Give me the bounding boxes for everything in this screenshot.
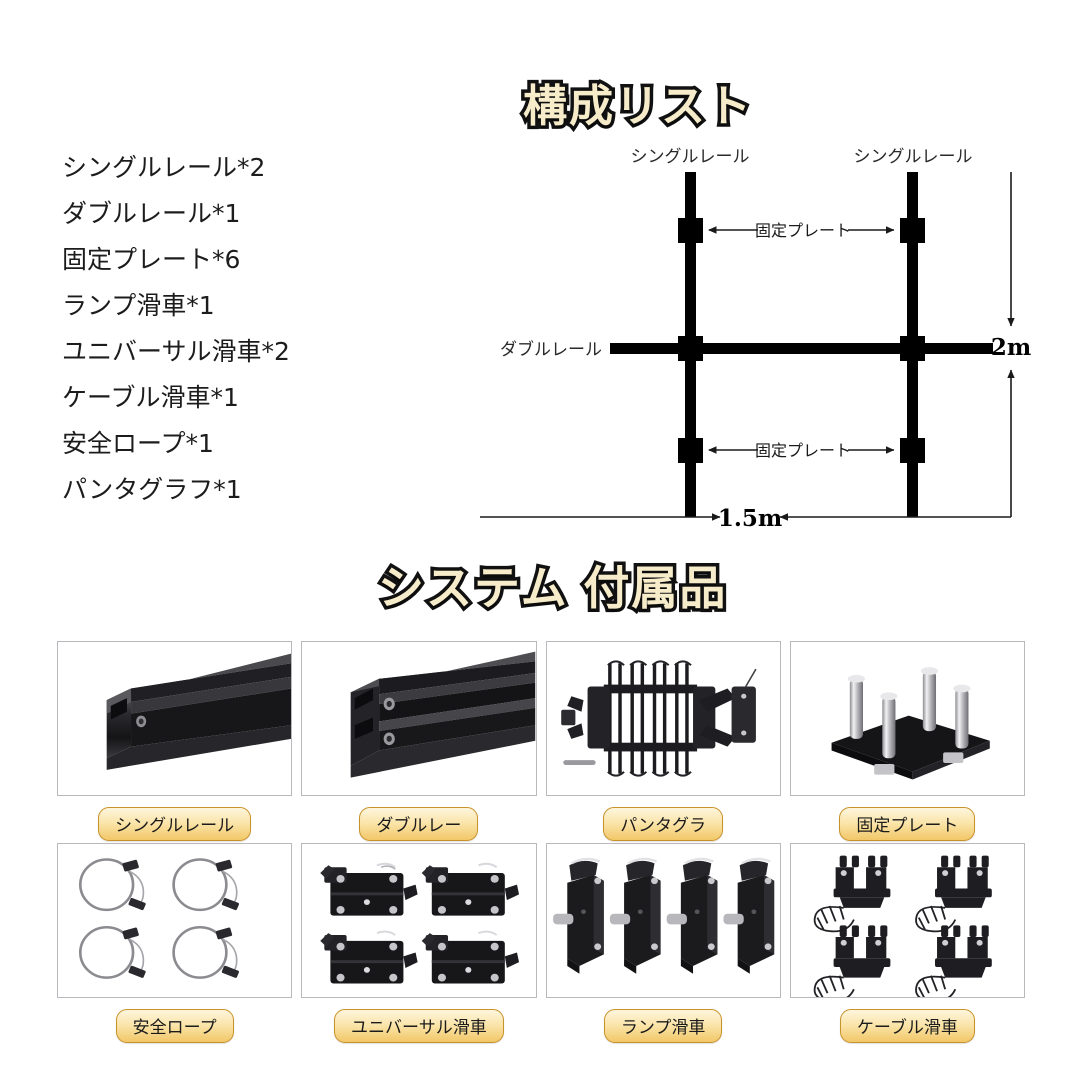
safety-rope-illustration: [78, 858, 239, 979]
fixing-plate-label-top: 固定プレート: [755, 221, 851, 240]
gallery-cell-pantograph: パンタグラ: [545, 641, 781, 841]
width-dimension-label: 1.5m: [718, 505, 782, 532]
rail-layout-svg: 固定プレート 固定プレート シングルレール シングルレール ダブルレール 2m …: [480, 147, 1031, 532]
rail-layout-diagram: 固定プレート 固定プレート シングルレール シングルレール ダブルレール 2m …: [470, 130, 1050, 540]
fixing-plate-top-right: [900, 218, 925, 243]
list-item: パンタグラフ*1: [62, 475, 242, 504]
caption-label: ユニバーサル滑車: [334, 1009, 504, 1043]
universal-trolley-illustration: [320, 862, 520, 984]
single-rail-illustration: [106, 653, 292, 770]
lamp-trolley-illustration: [552, 857, 774, 974]
gallery-cell-fixing-plate: 固定プレート: [789, 641, 1025, 841]
double-rail-illustration: [350, 651, 536, 778]
list-item: ケーブル滑車*1: [62, 383, 239, 412]
lamp-trolley-photo: [545, 843, 781, 998]
fixing-plate-label-bottom: 固定プレート: [755, 441, 851, 460]
gallery-cell-lamp-trolley: ランプ滑車: [545, 843, 781, 1043]
list-item: ダブルレール*1: [62, 199, 241, 228]
gallery-cell-double-rail: ダブルレー: [301, 641, 537, 841]
double-rail-photo: [301, 641, 537, 796]
plate-label-bg-bottom: [758, 440, 848, 461]
caption-label: シングルレール: [98, 807, 252, 841]
single-rail-label-right: シングルレール: [854, 147, 973, 167]
plate-label-bg-top: [758, 220, 848, 241]
gallery-cell-safety-rope: 安全ロープ: [57, 843, 293, 1043]
caption-label: ダブルレー: [359, 807, 479, 841]
page-title-parts-list: 構成リスト: [520, 79, 755, 135]
fixing-plate-mid-left: [678, 336, 703, 361]
height-dimension-label: 2m: [991, 334, 1031, 361]
fixing-plate-bottom-left: [678, 438, 703, 463]
caption-label: ランプ滑車: [603, 1009, 723, 1043]
fixing-plate-mid-right: [900, 336, 925, 361]
pantograph-photo: [545, 641, 781, 796]
caption-label: 固定プレート: [839, 807, 976, 841]
pantograph-illustration: [560, 660, 757, 777]
cable-trolley-illustration: [813, 855, 992, 997]
double-rail: [610, 343, 993, 354]
universal-trolley-photo: [301, 843, 537, 998]
list-item: ランプ滑車*1: [62, 291, 215, 320]
list-item: シングルレール*2: [62, 153, 266, 182]
list-item: 固定プレート*6: [62, 245, 241, 274]
gallery-cell-universal-trolley: ユニバーサル滑車: [301, 843, 537, 1043]
gallery-cell-cable-trolley: ケーブル滑車: [789, 843, 1025, 1043]
gallery-cell-single-rail: シングルレール: [57, 641, 293, 841]
fixing-plate-illustration: [831, 667, 990, 780]
caption-label: 安全ロープ: [115, 1009, 234, 1043]
single-rail-photo: [57, 641, 293, 796]
double-rail-label: ダブルレール: [500, 339, 602, 360]
caption-label: ケーブル滑車: [839, 1009, 975, 1043]
list-item: ユニバーサル滑車*2: [62, 337, 290, 366]
cable-trolley-photo: [789, 843, 1025, 998]
accessories-gallery: シングルレール: [57, 641, 1025, 1043]
fixing-plate-bottom-right: [900, 438, 925, 463]
caption-label: パンタグラ: [603, 807, 724, 841]
safety-rope-photo: [57, 843, 293, 998]
page-title-accessories: システム 付属品: [374, 559, 728, 618]
list-item: 安全ロープ*1: [62, 429, 214, 458]
parts-list: シングルレール*2 ダブルレール*1 固定プレート*6 ランプ滑車*1 ユニバー…: [62, 155, 462, 523]
fixing-plate-photo: [789, 641, 1025, 796]
single-rail-label-left: シングルレール: [631, 147, 750, 167]
fixing-plate-top-left: [678, 218, 703, 243]
